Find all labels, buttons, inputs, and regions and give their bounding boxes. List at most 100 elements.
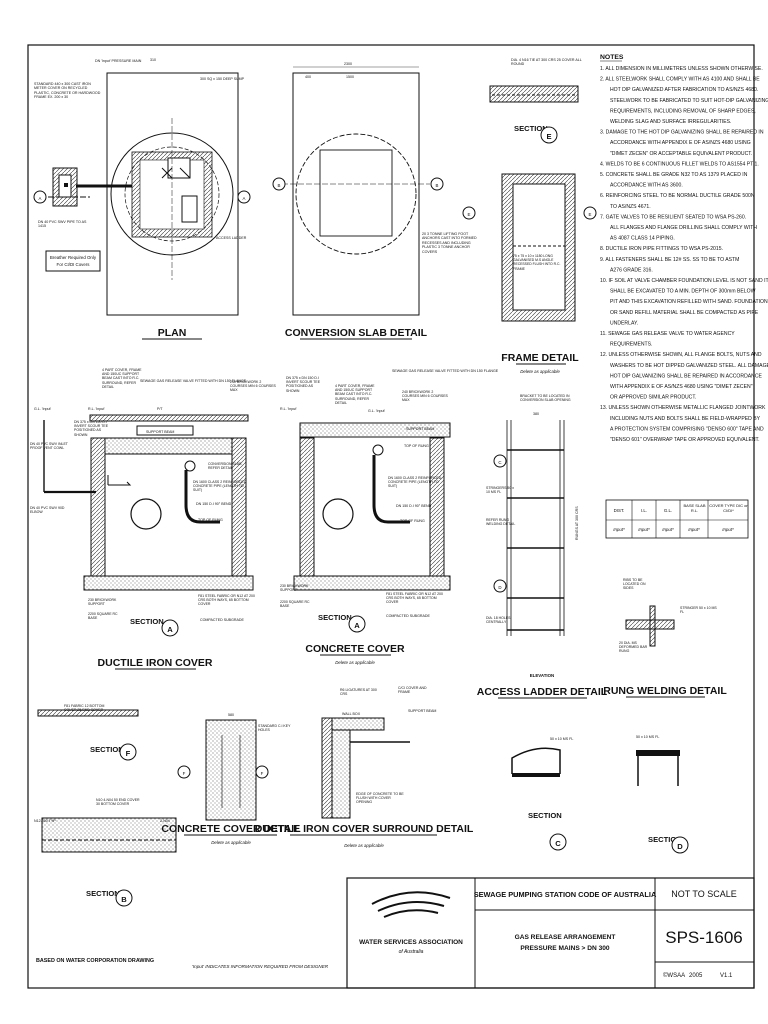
table-header-il: I.L. <box>641 508 647 513</box>
label-n12-ligs: R6 LIGATURES AT 300 CRS <box>340 688 377 697</box>
note-line: ACCORDANCE WITH AS 3600. <box>610 183 683 189</box>
org-subtitle: of Australia <box>399 949 424 955</box>
label-top-rung-3: TOP OF RUNG <box>404 444 429 448</box>
section-e-label: SECTION <box>514 124 548 133</box>
callout-b-1: B <box>278 183 281 188</box>
note-line: 5. CONCRETE SHALL BE GRADE N32 TO AS 137… <box>600 172 748 178</box>
label-support-beam-2: SUPPORT BEAM <box>406 427 434 431</box>
title-conversion-slab: CONVERSION SLAB DETAIL <box>285 327 428 339</box>
section-b-detail: N10 4-N04 50 END COVER 30 BOTTOM COVER N… <box>34 798 177 898</box>
label-support-beam: SUPPORT BEAM <box>146 430 174 434</box>
section-c-detail: 50 x 10 MS FL SECTION <box>511 737 573 820</box>
table-header-cover-type: COVER TYPE DIC or CI/DI* <box>709 503 748 513</box>
callout-d-1: D <box>498 585 501 590</box>
wsaa-logo <box>371 891 451 918</box>
note-line: 10. IF SOIL AT VALVE CHAMBER FOUNDATION … <box>600 278 768 284</box>
title-concrete-cover: CONCRETE COVER <box>305 643 405 655</box>
title-concrete-cover-detail: CONCRETE COVER DETAIL <box>161 823 301 835</box>
label-rl: R.L. 'Input' <box>88 407 105 411</box>
label-access-ladder: ACCESS LADDER <box>216 236 247 240</box>
callout-c-main: C <box>555 839 561 848</box>
label-reinforced-pipe-2: DN 1600 CLASS 2 REINFORCED CONCRETE PIPE… <box>388 476 442 489</box>
label-stringers: STRINGERS 50 x 10 MS FL <box>486 486 515 495</box>
label-stringer2: STRINGER 50 x 10 MS FL <box>680 606 717 615</box>
label-edge-note: EDGE OF CONCRETE TO BE FLUSH WITH COVER … <box>356 792 404 805</box>
note-line: ALL FLANGES AND FLANGE DRILLING SHALL CO… <box>610 225 757 231</box>
label-wall-box: WALL BOX <box>342 712 361 716</box>
title-access-ladder: ACCESS LADDER DETAIL <box>477 686 608 698</box>
label-fl-50: 50 x 10 MS FL <box>550 737 573 741</box>
cover-type-table: DIST. I.L. G.L. BASE SLAB R.L. COVER TYP… <box>605 499 749 539</box>
label-pit-frame-2: 4 PART COVER, FRAME AND 150UC SUPPORT BE… <box>335 384 375 404</box>
title-plan: PLAN <box>158 327 187 339</box>
note-line: PIT AND THIS EXCAVATION REFILLED WITH SA… <box>610 299 768 305</box>
callout-e-main: E <box>546 132 551 141</box>
table-cell-gl: Input* <box>662 527 674 532</box>
label-n12-typ: N12-300 TYP <box>34 819 56 823</box>
input-indicates-note: 'Input' INDICATES INFORMATION REQUIRED F… <box>192 964 329 969</box>
label-ea-bars: DIA. 4 N16 TIE AT 300 CRS 25 COVER ALL R… <box>511 58 582 67</box>
note-line: WASHERS TO BE HOT DIPPED GALVANIZED STEE… <box>610 363 768 369</box>
section-callout-bubbles: A A B B E E E A A C D F F F B C D <box>33 126 689 907</box>
note-line: 11. SEWAGE GAS RELEASE VALVE TO WATER AG… <box>600 331 735 337</box>
label-rl-2: R.L. 'Input' <box>280 407 297 411</box>
label-elevation: ELEVATION <box>530 673 554 678</box>
note-line: "DENSO 601" OVERWRAP TAPE OR APPROVED EQ… <box>610 437 760 443</box>
label-support-beam-3: SUPPORT BEAM <box>408 709 436 713</box>
title-frame-detail: FRAME DETAIL <box>501 352 579 364</box>
section-f-detail: F81 FABRIC 12 BOTTOM COVER 25 END COVER … <box>37 704 139 754</box>
svg-text:380: 380 <box>533 412 539 416</box>
label-rung-weld: REFER RUNG WELDING DETAIL <box>486 518 516 527</box>
frame-delete-note: Delete as applicable <box>520 369 560 374</box>
note-line: A276 GRADE 316. <box>610 267 653 273</box>
label-dim-310: 310 <box>150 58 156 62</box>
note-line: 13. UNLESS SHOWN OTHERWISE METALLIC FLAN… <box>600 405 766 411</box>
section-a-label-2: SECTION <box>318 613 352 622</box>
callout-b-main: B <box>121 895 127 904</box>
title-ductile-iron-surround: DUCTILE IRON COVER SURROUND DETAIL <box>255 823 474 835</box>
callout-a-main: A <box>167 625 173 634</box>
label-sq-base-2: 2200 SQUARE RC BASE <box>280 600 310 609</box>
label-brick-support: 230 BRICKWORK SUPPORT <box>88 598 117 607</box>
note-line: STEELWORK TO BE FABRICATED TO SUIT HOT-D… <box>610 98 768 104</box>
access-ladder-detail: 380 RUNGS AT 300 CRS BRACKET TO BE LOCAT… <box>477 394 608 699</box>
section-c-label: SECTION <box>528 811 562 820</box>
concrete-delete-note: Delete as applicable <box>335 660 375 665</box>
label-sump: 300 SQ x 150 DEEP SUMP <box>200 77 245 81</box>
label-cover-std: STANDARD 440 x 300 CAST IRON METER COVER… <box>34 82 101 100</box>
callout-a-2: A <box>243 196 246 201</box>
drawing-title-line-1: GAS RELEASE ARRANGEMENT <box>515 934 616 941</box>
section-a-label: SECTION <box>130 617 164 626</box>
ductile-iron-cover-section: SEWAGE GAS RELEASE VALVE FITTED WITH DN … <box>30 368 276 670</box>
label-gl: G.L. 'Input' <box>34 407 51 411</box>
note-line: SHALL BE EXCAVATED TO A MIN. DEPTH OF 30… <box>610 289 756 295</box>
notes-title: NOTES <box>600 54 624 61</box>
label-subgrade: COMPACTED SUBGRADE <box>200 618 244 622</box>
table-cell-base-slab: Input* <box>688 527 700 532</box>
ductile-iron-surround-detail: R6 LIGATURES AT 300 CRS WALL BOX C/CI CO… <box>255 686 474 848</box>
note-line: AS 4087 CLASS 14 PIPING. <box>610 236 675 242</box>
plan-view: Breather Required Only For CI/DI Covers … <box>34 58 247 340</box>
note-line: 12. UNLESS OTHERWISE SHOWN, ALL FLANGE B… <box>600 352 762 358</box>
label-cover-frame: C/CI COVER AND FRAME <box>398 686 427 695</box>
note-line: REQUIREMENTS, INCLUDING REMOVAL OF SHARP… <box>610 108 756 114</box>
label-n04: 2-N04 <box>160 819 170 823</box>
notes-list: 1. ALL DIMENSION IN MILLIMETRES UNLESS S… <box>600 66 768 443</box>
code-title: SEWAGE PUMPING STATION CODE OF AUSTRALIA <box>474 890 657 899</box>
label-invert: DN 375 x DN 150 D.I INVERT SCOUR TEE POS… <box>74 420 109 437</box>
table-header-gl: G.L. <box>664 508 672 513</box>
label-bar-rung: 20 DIA. MS DEFORMED BAR RUNG <box>619 641 648 654</box>
note-line: OR APPROVED SIMILAR PRODUCT. <box>610 395 696 401</box>
label-dim-2300: 2300 <box>344 62 352 66</box>
callout-a-1: A <box>39 196 42 201</box>
note-line: 1. ALL DIMENSION IN MILLIMETRES UNLESS S… <box>600 66 763 72</box>
callout-e-2: E <box>589 212 592 217</box>
label-n10-top: N10 4-N04 50 END COVER 30 BOTTOM COVER <box>96 798 140 807</box>
callout-a-main-2: A <box>354 621 360 630</box>
label-invert-2: DN 375 x DN 150 D.I INVERT SCOUR TEE POS… <box>286 376 321 393</box>
note-line: 8. DUCTILE IRON PIPE FITTINGS TO WSA PS-… <box>600 246 723 252</box>
copyright: ©WSAA <box>663 972 685 979</box>
label-pvc-pipe: DN 40 PVC SWV PIPE TO AS 1415 <box>38 220 87 229</box>
note-line: WITH APPENDIX E OF AS/NZS 4680 USING "DI… <box>610 384 753 390</box>
